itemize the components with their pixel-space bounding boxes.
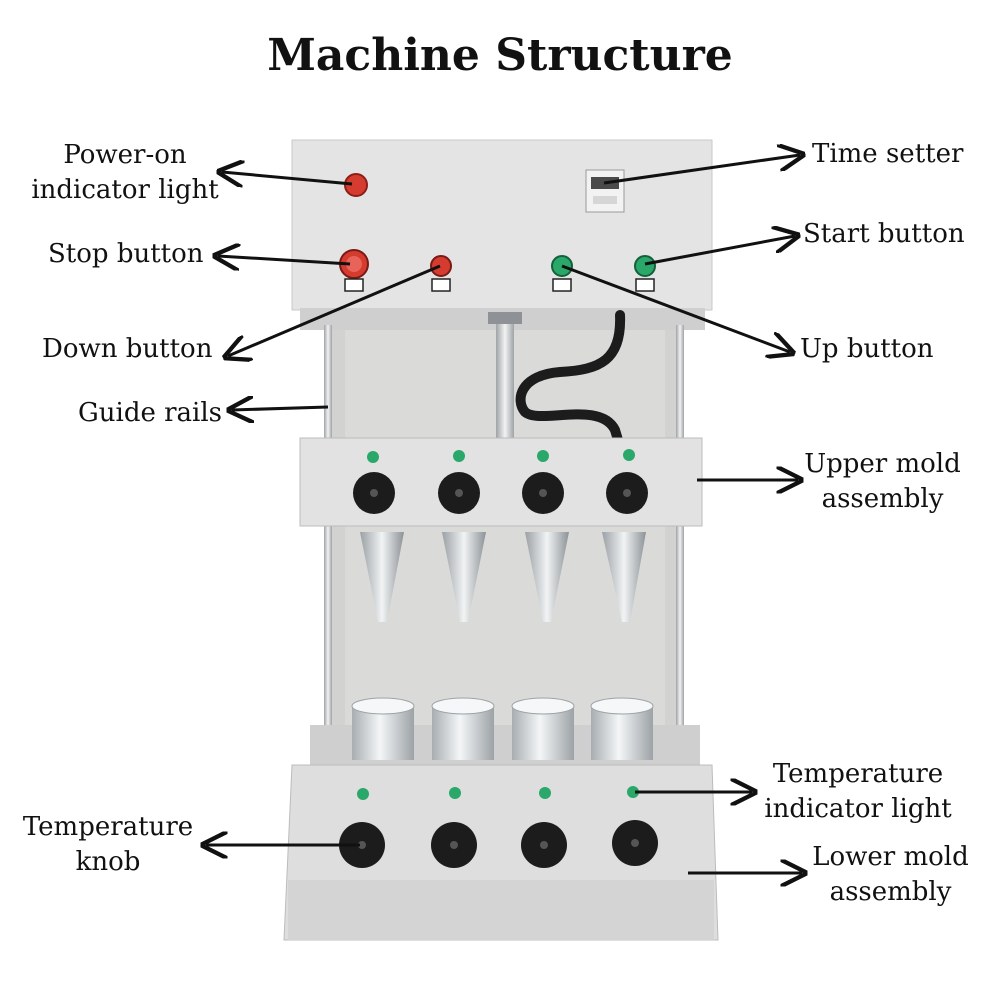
lower-mold-assembly — [283, 764, 719, 941]
up-button-device — [551, 255, 573, 292]
arrow-time-setter — [603, 155, 800, 185]
cone-molds — [360, 532, 646, 622]
label-temperature-indicator: Temperature indicator light — [764, 759, 952, 824]
label-time-setter: Time setter — [812, 139, 964, 169]
arrow-power-on — [222, 172, 353, 184]
arrow-down — [228, 264, 441, 356]
label-power-on-indicator: Power-on indicator light — [31, 140, 219, 205]
power-hose — [515, 310, 626, 445]
label-start-button: Start button — [803, 219, 965, 249]
label-stop-button: Stop button — [48, 239, 204, 269]
label-temperature-knob: Temperature knob — [22, 812, 194, 877]
arrow-start — [644, 236, 795, 266]
arrow-up — [561, 264, 790, 352]
time-setter-device — [585, 169, 625, 213]
arrow-guide-rails — [232, 407, 329, 410]
label-upper-mold-assembly: Upper mold assembly — [804, 449, 961, 514]
callout-arrows — [206, 155, 802, 873]
power-on-indicator-light — [344, 173, 368, 197]
arrow-stop — [218, 256, 351, 264]
stop-button-device — [339, 249, 369, 292]
upper-mold-assembly — [299, 437, 703, 527]
label-up-button: Up button — [800, 334, 934, 364]
lower-mold-cups — [351, 697, 654, 760]
label-guide-rails: Guide rails — [78, 398, 223, 428]
down-button-device — [430, 255, 452, 292]
diagram-title: Machine Structure — [267, 30, 733, 81]
start-button-device — [634, 255, 656, 292]
label-lower-mold-assembly: Lower mold assembly — [812, 842, 969, 907]
label-down-button: Down button — [42, 334, 213, 364]
